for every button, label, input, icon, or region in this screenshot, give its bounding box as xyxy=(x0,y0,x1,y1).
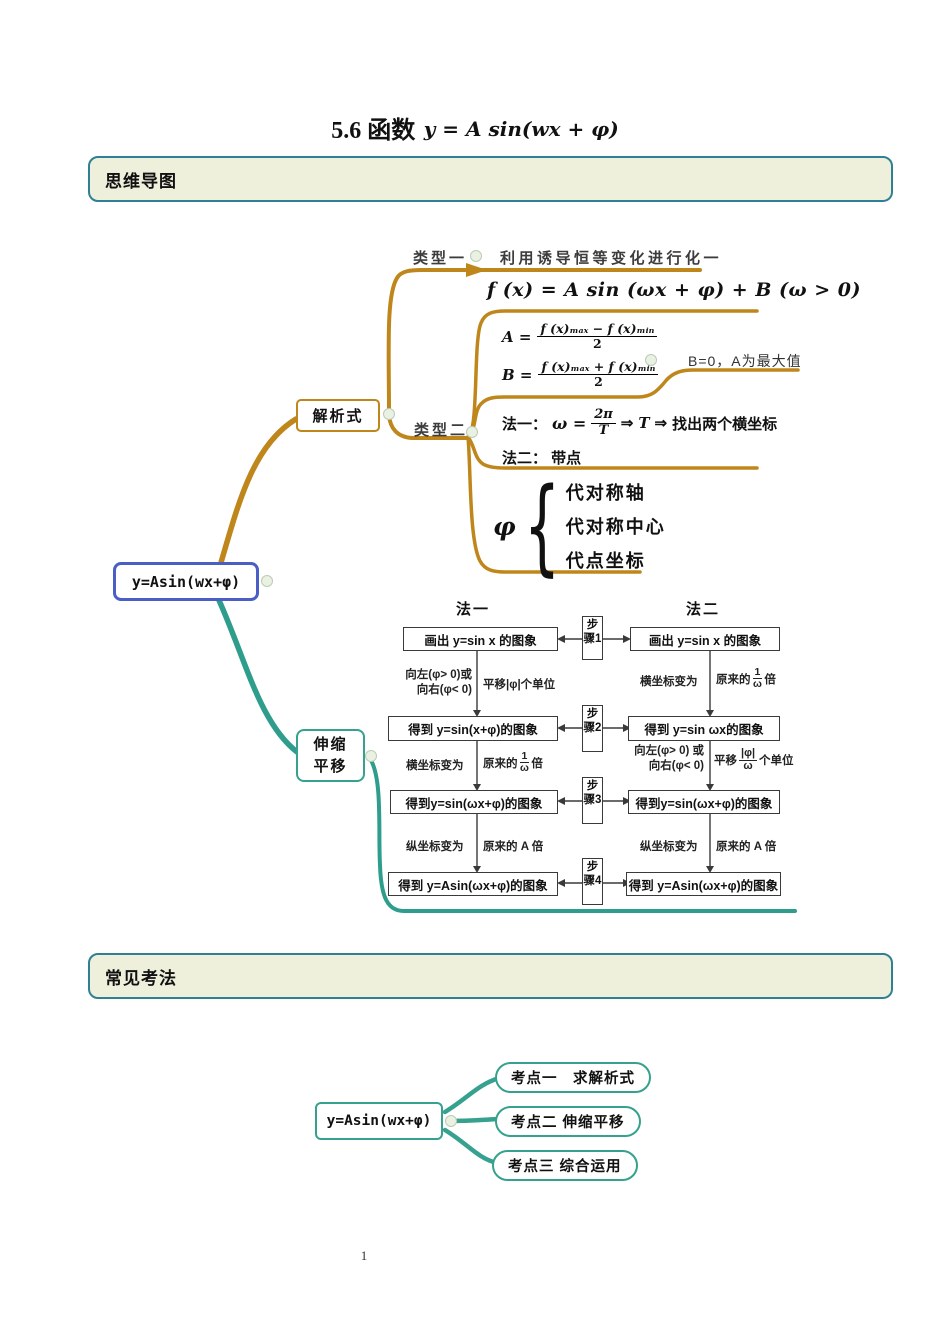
edge-left-vchange: 纵坐标变为 xyxy=(406,841,464,853)
edge-left-horig: 原来的 1 ω 倍 xyxy=(483,750,543,775)
flow-right-3: 得到y=sin(ωx+φ)的图象 xyxy=(628,790,780,814)
fa1-rest: 找出两个横坐标 xyxy=(672,415,778,433)
fa1-label: 法一： xyxy=(502,415,548,433)
branch-kaodian1 xyxy=(442,1075,502,1115)
formula-B: B = f (x)ₘₐₓ + f (x)ₘᵢₙ 2 xyxy=(502,359,659,390)
fa1-omega: ω = xyxy=(552,413,587,433)
exam-point-3: 考点三 综合运用 xyxy=(492,1150,638,1181)
fraction-phi-over-omega: |φ| ω xyxy=(739,747,758,772)
fraction-one-over-omega: 1 ω xyxy=(519,750,530,775)
branch-kaodian3 xyxy=(442,1127,500,1166)
flow-left-2: 得到 y=sin(x+φ)的图象 xyxy=(388,716,558,741)
formula-A-lhs: A = xyxy=(502,327,532,346)
mindmap-root-label: y=Asin(wx+φ) xyxy=(131,572,241,591)
node-jiexishi: 解析式 xyxy=(296,399,380,432)
flow-left-1: 画出 y=sin x 的图象 xyxy=(403,627,558,651)
title-text: 5.6 函数 xyxy=(331,118,416,144)
fa1-arrow1: ⇒ xyxy=(620,415,634,433)
page-number: 1 xyxy=(360,1248,368,1263)
fa1-arrow2: ⇒ xyxy=(654,415,668,433)
flow-right-1: 画出 y=sin x 的图象 xyxy=(630,627,780,651)
label-type1-note: 利用诱导恒等变化进行化一 xyxy=(500,250,723,267)
page-title: 5.6 函数 y = A sin(wx + φ) xyxy=(0,110,950,145)
formula-B-fraction: f (x)ₘₐₓ + f (x)ₘᵢₙ 2 xyxy=(538,359,659,390)
formula-fa2: 法二： 带点 xyxy=(502,450,582,467)
phi-items: 代对称轴 代对称中心 代点坐标 xyxy=(566,479,666,573)
fa1-T: T xyxy=(638,414,650,433)
section-header-exam: 常见考法 xyxy=(88,953,893,999)
exam-root-node: y=Asin(wx+φ) xyxy=(315,1102,443,1140)
fa1-fraction: 2π T xyxy=(591,407,616,439)
edge-left-shift: 向左(φ> 0)或 向右(φ< 0) xyxy=(405,669,472,696)
exam-point-2: 考点二 伸缩平移 xyxy=(495,1106,641,1137)
formula-A-fraction: f (x)ₘₐₓ − f (x)ₘᵢₙ 2 xyxy=(537,321,658,352)
formula-B-lhs: B = xyxy=(502,365,533,384)
formula-fa1: 法一： ω = 2π T ⇒ T ⇒ 找出两个横坐标 xyxy=(502,407,778,439)
fraction-one-over-omega-2: 1 ω xyxy=(752,666,763,691)
flow-right-2: 得到 y=sin ωx的图象 xyxy=(628,716,780,741)
phi-block: φ { 代对称轴 代对称中心 代点坐标 xyxy=(493,465,666,587)
flowchart-col2-header: 法二 xyxy=(686,601,721,618)
shensuo-line1: 伸缩 xyxy=(313,735,348,753)
branch-root-to-shensuo xyxy=(215,595,300,755)
branch-root-to-jiexishi xyxy=(217,416,299,569)
branch-kaodian2 xyxy=(446,1116,502,1124)
edge-left-pan: 平移|φ|个单位 xyxy=(483,679,556,691)
flow-left-3: 得到y=sin(ωx+φ)的图象 xyxy=(390,790,558,814)
phi-brace: { xyxy=(523,465,560,587)
edge-right-hchange: 横坐标变为 xyxy=(640,676,698,688)
exam-point-1: 考点一 求解析式 xyxy=(495,1062,651,1093)
node-shensuo-pingyi: 伸缩 平移 xyxy=(296,729,365,782)
section-header-exam-label: 常见考法 xyxy=(105,968,177,988)
step-box-2: 步骤2 xyxy=(582,705,603,752)
phi-item-3: 代点坐标 xyxy=(565,551,646,571)
edge-left-vorig: 原来的 A 倍 xyxy=(483,841,544,853)
section-header-mindmap: 思维导图 xyxy=(88,156,893,202)
edge-right-shift: 向左(φ> 0) 或 向右(φ< 0) xyxy=(634,745,704,772)
label-type2: 类型二 xyxy=(414,422,469,439)
phi-symbol: φ xyxy=(493,511,516,541)
formula-fx: f (x) = A sin (ωx + φ) + B (ω > 0) xyxy=(487,279,861,301)
section-header-mindmap-label: 思维导图 xyxy=(105,171,177,191)
flow-left-4: 得到 y=Asin(ωx+φ)的图象 xyxy=(388,872,558,896)
mindmap-root-node: y=Asin(wx+φ) xyxy=(113,562,259,601)
label-type1: 类型一 xyxy=(413,250,468,267)
flow-right-4: 得到 y=Asin(ωx+φ)的图象 xyxy=(626,872,781,896)
edge-right-vchange: 纵坐标变为 xyxy=(640,841,698,853)
shensuo-line2: 平移 xyxy=(313,757,348,775)
node-jiexishi-label: 解析式 xyxy=(312,408,364,425)
flowchart-col1-header: 法一 xyxy=(456,601,491,618)
formula-A: A = f (x)ₘₐₓ − f (x)ₘᵢₙ 2 xyxy=(502,321,658,352)
type1-arrowhead xyxy=(466,263,487,277)
exam-root-label: y=Asin(wx+φ) xyxy=(326,1113,432,1129)
step-box-3: 步骤3 xyxy=(582,777,603,824)
phi-item-1: 代对称轴 xyxy=(565,483,646,503)
step-box-1: 步骤1 xyxy=(582,616,603,660)
title-formula: y = A sin(wx + φ) xyxy=(423,117,619,141)
step-box-4: 步骤4 xyxy=(582,858,603,905)
edge-right-pan: 平移 |φ| ω 个单位 xyxy=(714,747,794,772)
note-b-zero: B=0，A为最大值 xyxy=(688,353,802,369)
edge-left-hchange: 横坐标变为 xyxy=(406,760,464,772)
phi-item-2: 代对称中心 xyxy=(565,517,666,537)
edge-right-vorig: 原来的 A 倍 xyxy=(716,841,777,853)
edge-right-horig: 原来的 1 ω 倍 xyxy=(716,666,776,691)
